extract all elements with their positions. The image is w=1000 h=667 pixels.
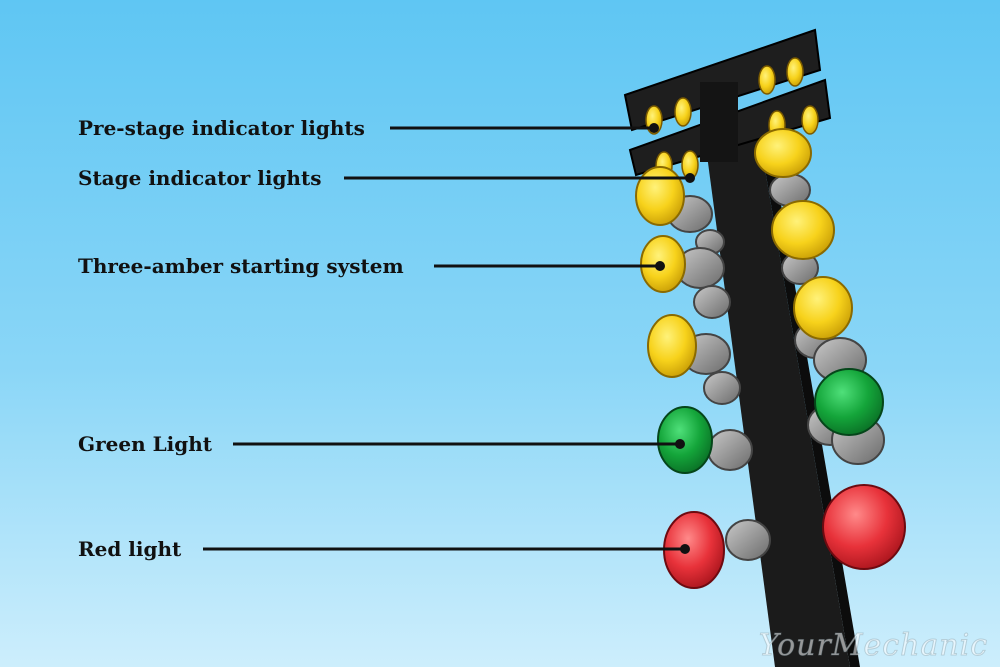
label-green-light: Green Light: [78, 432, 212, 456]
pointer-dots: [649, 123, 695, 554]
label-three-amber-starting-system: Three-amber starting system: [78, 254, 404, 278]
label-prestage-indicator-lights: Pre-stage indicator lights: [78, 116, 365, 140]
pointer-lines: [203, 126, 690, 551]
amber-lights: [635, 128, 853, 378]
yourmechanic-watermark: YourMechanic: [758, 628, 988, 664]
red-lights: [663, 484, 906, 589]
light-rack: [623, 28, 832, 177]
green-lights: [657, 368, 884, 474]
label-stage-indicator-lights: Stage indicator lights: [78, 166, 322, 190]
label-red-light: Red light: [78, 537, 182, 561]
